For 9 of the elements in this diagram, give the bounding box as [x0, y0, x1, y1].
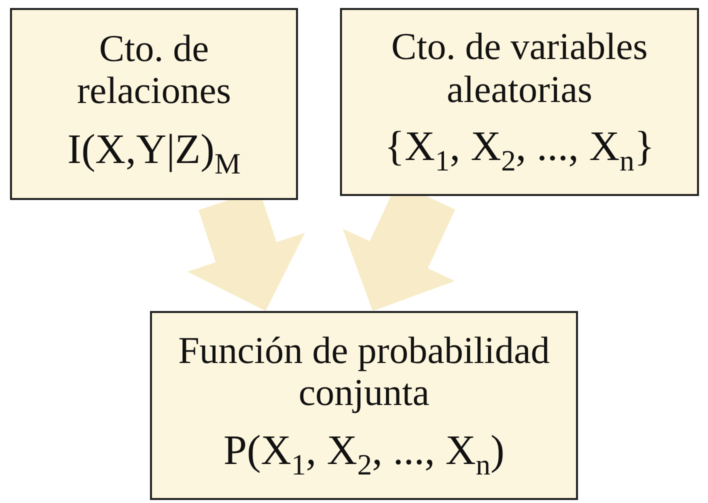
box-heading: Cto. de variables aleatorias — [390, 26, 649, 112]
text-box — [10, 8, 298, 200]
text-box — [150, 311, 578, 500]
text-box — [340, 8, 699, 196]
formula-text: {X$_{1}$, X$_{2}$, ..., X$_{n}$} — [384, 124, 654, 178]
formula-text: P(X$_{1}$, X$_{2}$, ..., X$_{n}$) — [224, 428, 504, 482]
formula-text: I(X,Y|Z)$_{M}$ — [67, 126, 241, 180]
box-heading: Función de probabilidad conjunta — [177, 330, 551, 415]
box-heading: Cto. de relaciones — [76, 28, 232, 113]
